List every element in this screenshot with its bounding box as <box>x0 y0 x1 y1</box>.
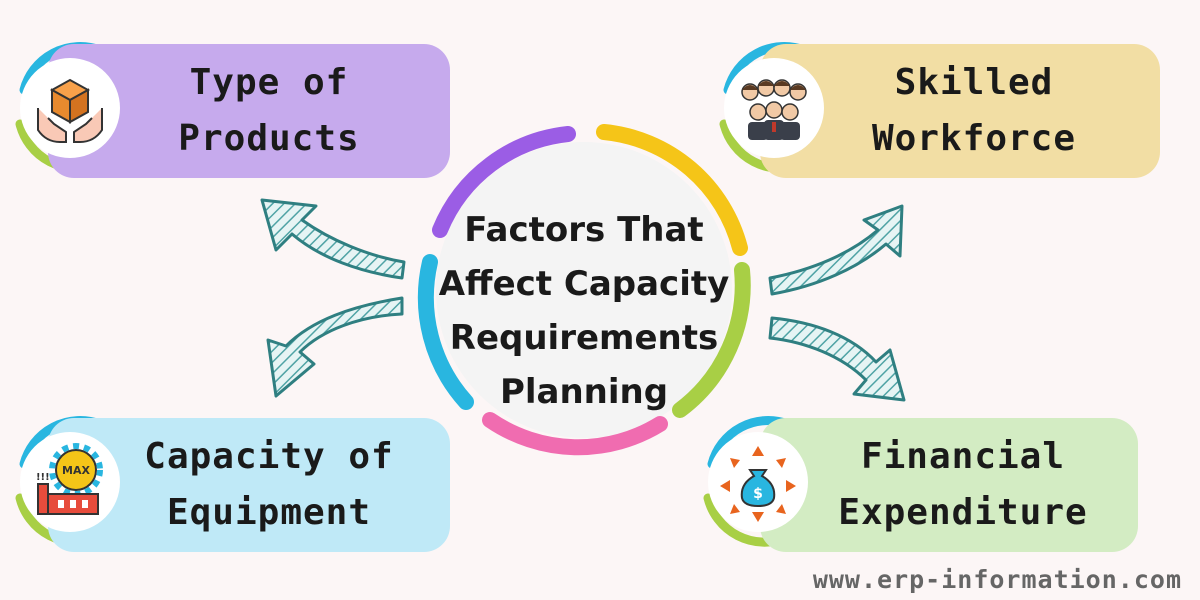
money-bag-arrows-icon: $ <box>708 432 808 532</box>
svg-text:$: $ <box>753 486 763 502</box>
box-in-hands-icon <box>20 58 120 158</box>
arrow-to-capacity-of-equipment <box>266 296 404 398</box>
center-ring <box>417 124 751 456</box>
factory-gear-max-icon: MAX !!! <box>20 432 120 532</box>
svg-text:MAX: MAX <box>62 464 90 477</box>
factor-financial-expenditure: Financial Expenditure <box>760 418 1138 552</box>
diagram-title: Factors That Affect Capacity Requirement… <box>438 210 730 412</box>
factor-skilled-workforce: Skilled Workforce <box>760 44 1160 178</box>
arrow-to-skilled-workforce <box>768 204 904 296</box>
svg-text:!!!: !!! <box>36 472 50 483</box>
team-people-icon <box>724 58 824 158</box>
watermark-url: www.erp-information.com <box>812 565 1182 594</box>
arrow-to-type-of-products <box>260 198 406 280</box>
arrow-to-financial-expenditure <box>768 316 906 402</box>
